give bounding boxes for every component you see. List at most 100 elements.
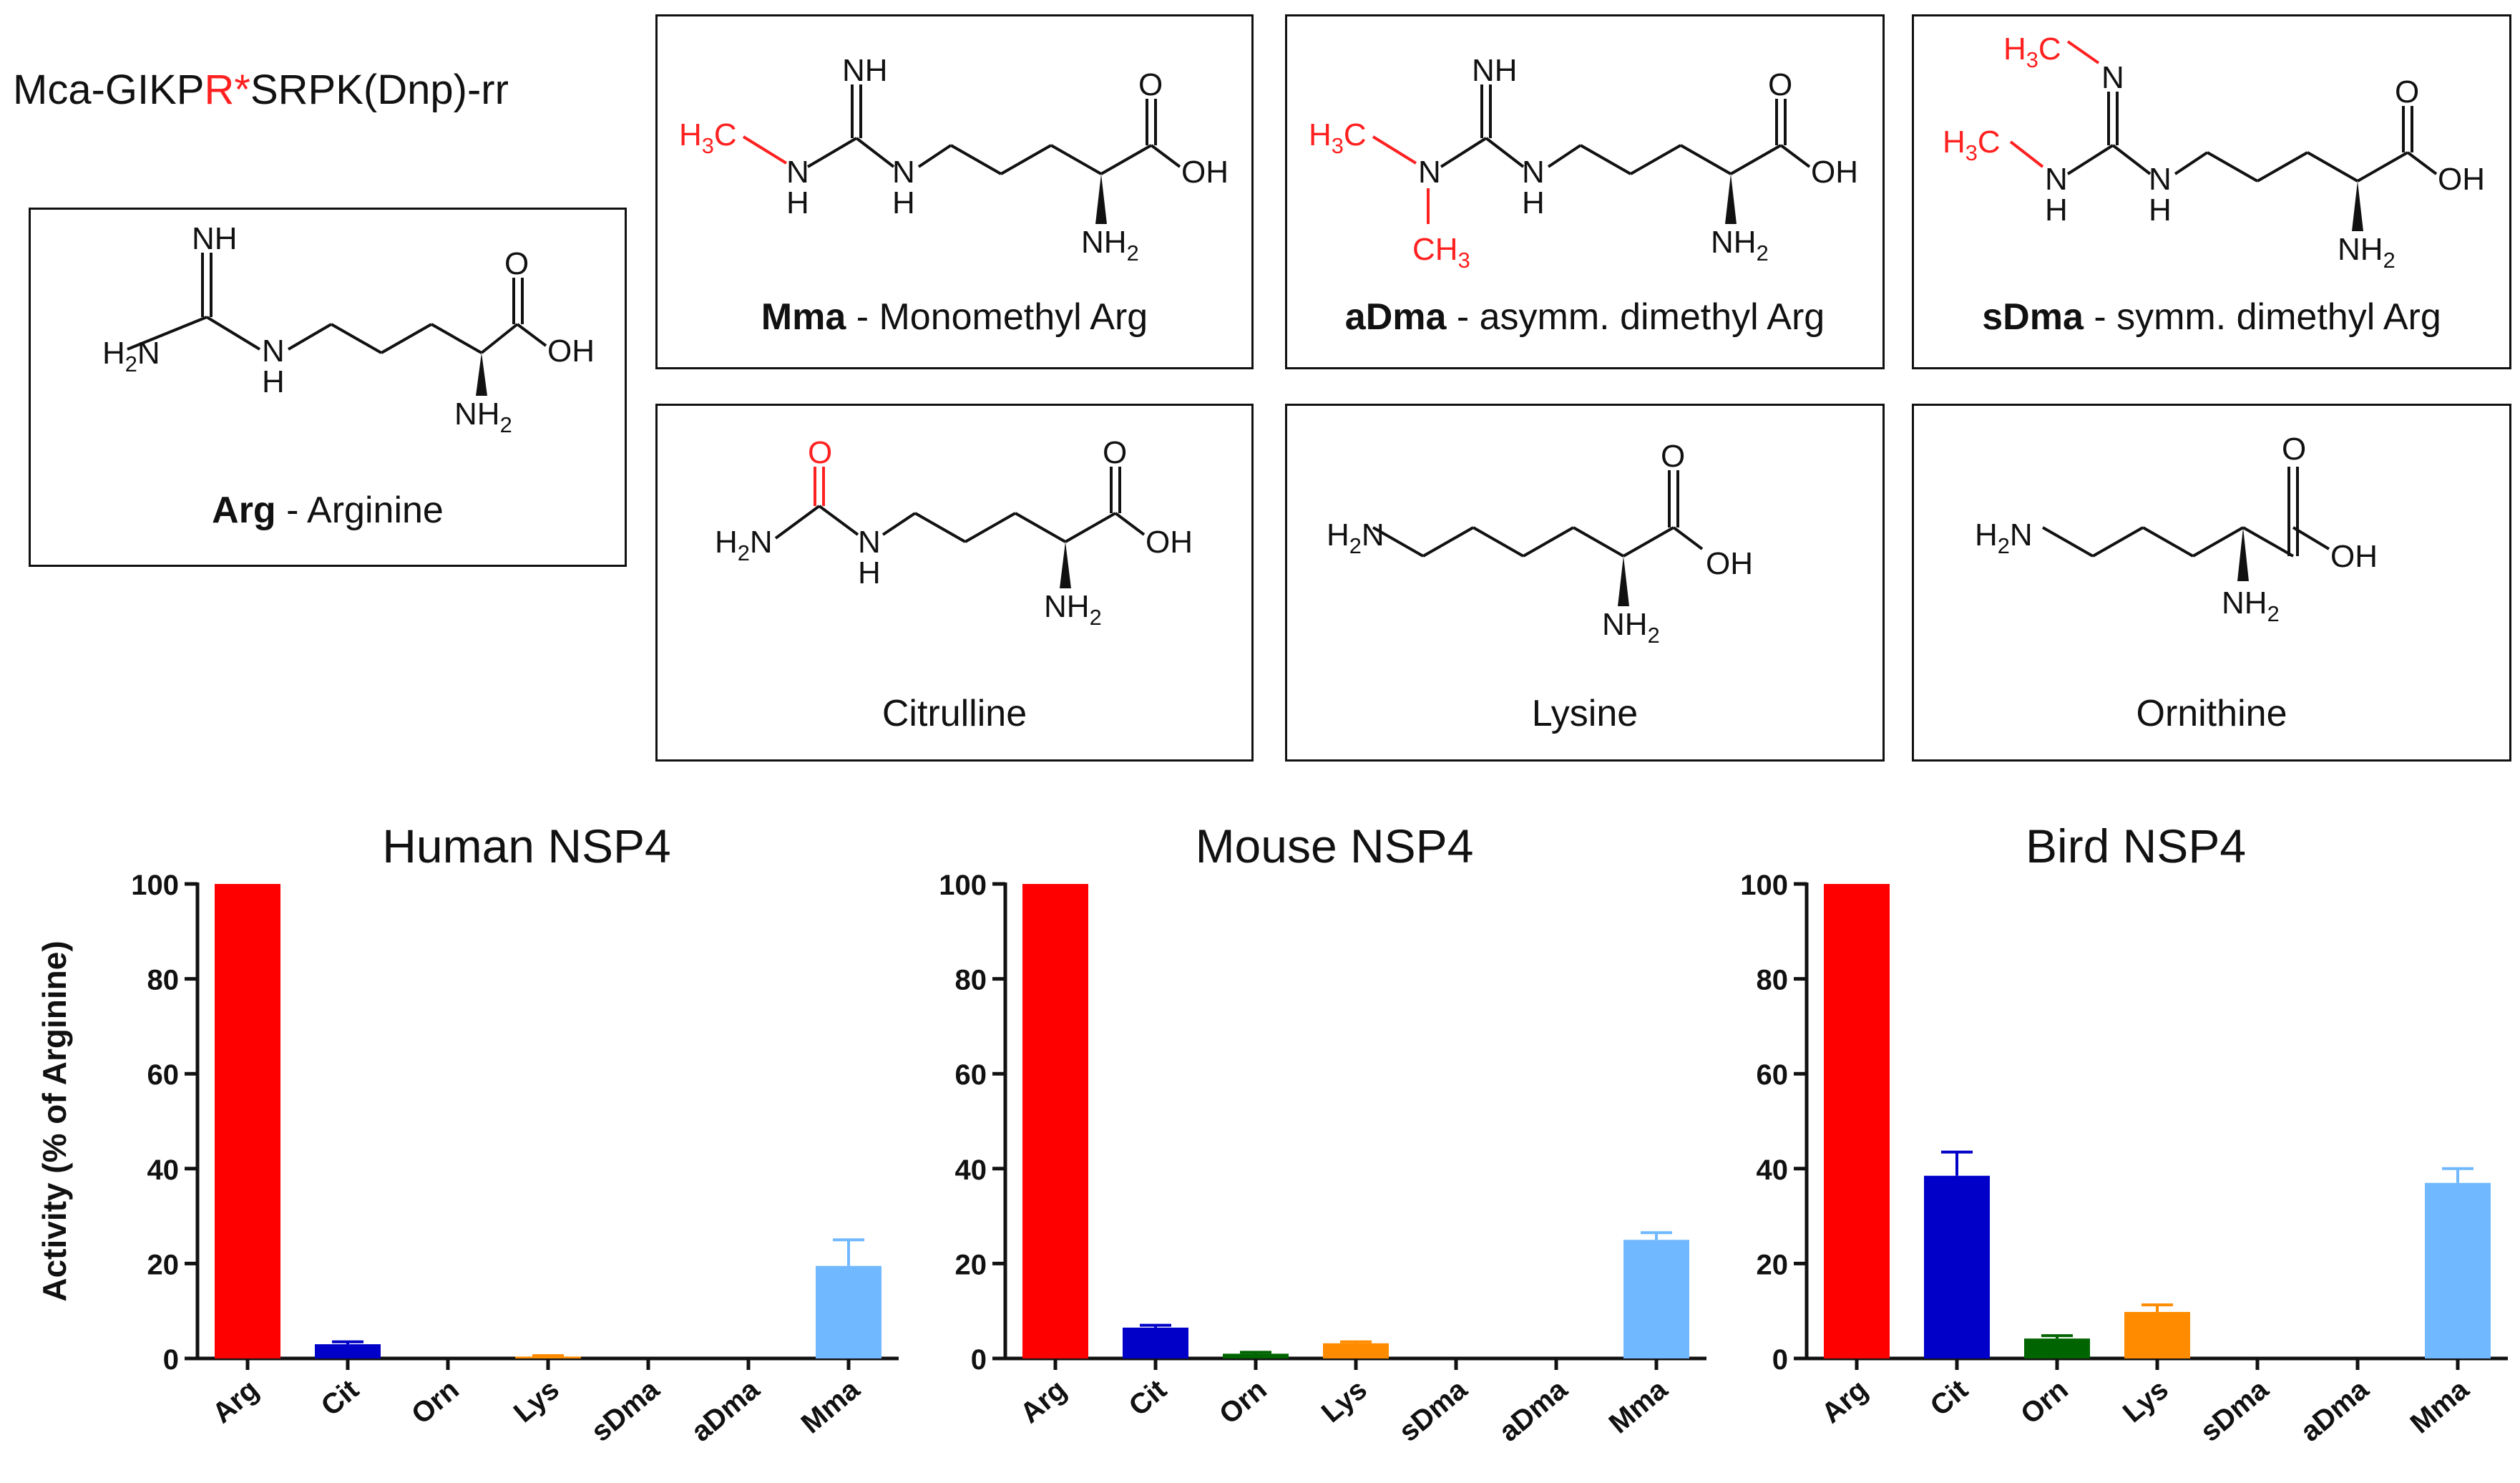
y-tick-label: 40 <box>1757 1154 1789 1186</box>
atom-label: O <box>808 435 832 470</box>
y-tick-label: 0 <box>971 1344 987 1376</box>
caption-desc: - Monomethyl Arg <box>846 296 1148 338</box>
caption-abbr: Arg <box>212 490 276 531</box>
structure-box-sdma: N N H N H O OH NH2 H3C H3C sDma - symm. … <box>1912 14 2511 369</box>
x-tick-label: Lys <box>1316 1373 1373 1429</box>
atom-label: OH <box>1811 155 1858 190</box>
atom-label: NH2 <box>1044 589 1102 630</box>
ornithine-structure: H2N O OH NH2 <box>1975 432 2378 626</box>
peptide-prefix: Mca-GIKP <box>13 67 205 113</box>
atom-label: H3C <box>2003 31 2061 72</box>
structure-box-mma: NH N H N H O OH NH2 H3C Mma - Monomethyl… <box>655 14 1254 369</box>
x-tick-label: Lys <box>2117 1373 2174 1429</box>
x-tick-label: aDma <box>2295 1373 2375 1448</box>
x-tick-label: aDma <box>1493 1373 1573 1448</box>
y-tick-label: 80 <box>147 965 180 996</box>
bar-mma <box>2425 1182 2491 1358</box>
caption-abbr: Mma <box>761 296 846 338</box>
caption-desc: - Arginine <box>275 490 444 531</box>
atom-label: O <box>2395 74 2419 110</box>
atom-label: N <box>2101 60 2124 95</box>
y-tick-label: 100 <box>939 870 987 901</box>
y-axis-label: Activity (% of Arginine) <box>36 940 73 1301</box>
caption-abbr: sDma <box>1982 296 2084 338</box>
x-tick-label: Arg <box>1816 1373 1874 1429</box>
bar-lys <box>2124 1312 2190 1358</box>
atom-label: N <box>1522 155 1545 190</box>
atom-label: NH <box>1472 53 1518 88</box>
y-tick-label: 100 <box>131 870 179 901</box>
atom-label: O <box>2282 432 2306 467</box>
x-tick-label: Cit <box>316 1373 365 1422</box>
caption-desc: - symm. dimethyl Arg <box>2083 296 2441 338</box>
y-tick-label: 20 <box>1757 1249 1789 1280</box>
bar-mma <box>816 1265 881 1358</box>
atom-label: H2N <box>1327 517 1384 558</box>
atom-label: N <box>1418 155 1441 190</box>
structure-box-ornithine: H2N O OH NH2 Ornithine <box>1912 404 2511 762</box>
mma-structure: NH N H N H O OH NH2 H3C <box>679 53 1229 266</box>
atom-label: NH2 <box>2338 232 2396 273</box>
atom-label: OH <box>1146 525 1193 560</box>
atom-label: N <box>858 525 881 560</box>
y-tick-label: 80 <box>955 965 987 996</box>
atom-label: H3C <box>1309 117 1367 158</box>
y-tick-label: 60 <box>147 1059 180 1091</box>
x-tick-label: Cit <box>1925 1373 1974 1422</box>
x-tick-label: Orn <box>2015 1373 2074 1430</box>
atom-label: H3C <box>1943 125 2001 165</box>
citrulline-caption: Citrulline <box>881 693 1027 734</box>
atom-label: OH <box>2330 539 2378 574</box>
citrulline-structure: O H2N N H O OH NH2 <box>715 435 1193 630</box>
atom-label: O <box>1138 67 1163 102</box>
x-tick-label: Mma <box>1603 1373 1674 1440</box>
y-tick-label: 0 <box>1772 1344 1788 1376</box>
peptide-suffix: SRPK(Dnp)-rr <box>250 67 509 113</box>
y-tick-label: 60 <box>955 1059 987 1091</box>
atom-label: H2N <box>1975 517 2033 558</box>
peptide-cleavage-site: R* <box>204 67 250 113</box>
atom-label: NH2 <box>1081 225 1139 266</box>
x-tick-label: Mma <box>2405 1373 2476 1440</box>
lysine-structure: H2N O OH NH2 <box>1327 439 1753 648</box>
structure-box-citrulline: O H2N N H O OH NH2 Citrulline <box>655 404 1254 762</box>
x-tick-label: sDma <box>1393 1373 1473 1448</box>
chart-title: Human NSP4 <box>382 820 671 872</box>
bar-arg <box>1022 884 1088 1358</box>
atom-label: OH <box>547 334 595 369</box>
x-tick-label: Lys <box>508 1373 565 1429</box>
peptide-sequence: Mca-GIKPR*SRPK(Dnp)-rr <box>13 66 509 114</box>
structure-box-arginine: NH H2N N H O OH NH2 Arg - Arginine <box>29 208 627 567</box>
y-tick-label: 40 <box>147 1154 180 1186</box>
chart-title: Bird NSP4 <box>2026 820 2246 872</box>
atom-label: N <box>892 155 915 190</box>
x-tick-label: Arg <box>1015 1373 1073 1429</box>
atom-label: NH2 <box>454 397 512 437</box>
atom-label: H <box>2149 193 2172 228</box>
bar-lys <box>515 1356 581 1358</box>
chart-title: Mouse NSP4 <box>1196 820 1474 872</box>
atom-label: H3C <box>679 117 737 158</box>
bar-orn <box>1223 1353 1289 1358</box>
arginine-structure: NH H2N N H O OH NH2 <box>102 221 595 437</box>
y-tick-label: 20 <box>147 1249 180 1280</box>
atom-label: NH2 <box>2222 585 2280 626</box>
sdma-caption: sDma - symm. dimethyl Arg <box>1914 296 2509 339</box>
atom-label: O <box>1661 439 1685 474</box>
adma-caption: aDma - asymm. dimethyl Arg <box>1287 296 1882 339</box>
atom-label: O <box>1768 67 1792 102</box>
structure-box-adma: NH N N H O OH NH2 H3C CH3 aDma - asymm. … <box>1285 14 1885 369</box>
lysine-caption: Lysine <box>1531 693 1639 734</box>
x-tick-label: aDma <box>685 1373 766 1448</box>
bar-arg <box>1824 884 1890 1358</box>
atom-label: H <box>892 185 915 220</box>
atom-label: NH <box>842 53 888 88</box>
atom-label: N <box>786 155 809 190</box>
atom-label: NH2 <box>1602 607 1660 648</box>
atom-label: OH <box>2438 162 2485 197</box>
x-tick-label: Orn <box>1213 1373 1273 1430</box>
x-tick-label: Arg <box>207 1373 265 1429</box>
atom-label: H <box>262 364 285 399</box>
x-tick-label: Cit <box>1123 1373 1173 1422</box>
atom-label: N <box>262 334 285 369</box>
